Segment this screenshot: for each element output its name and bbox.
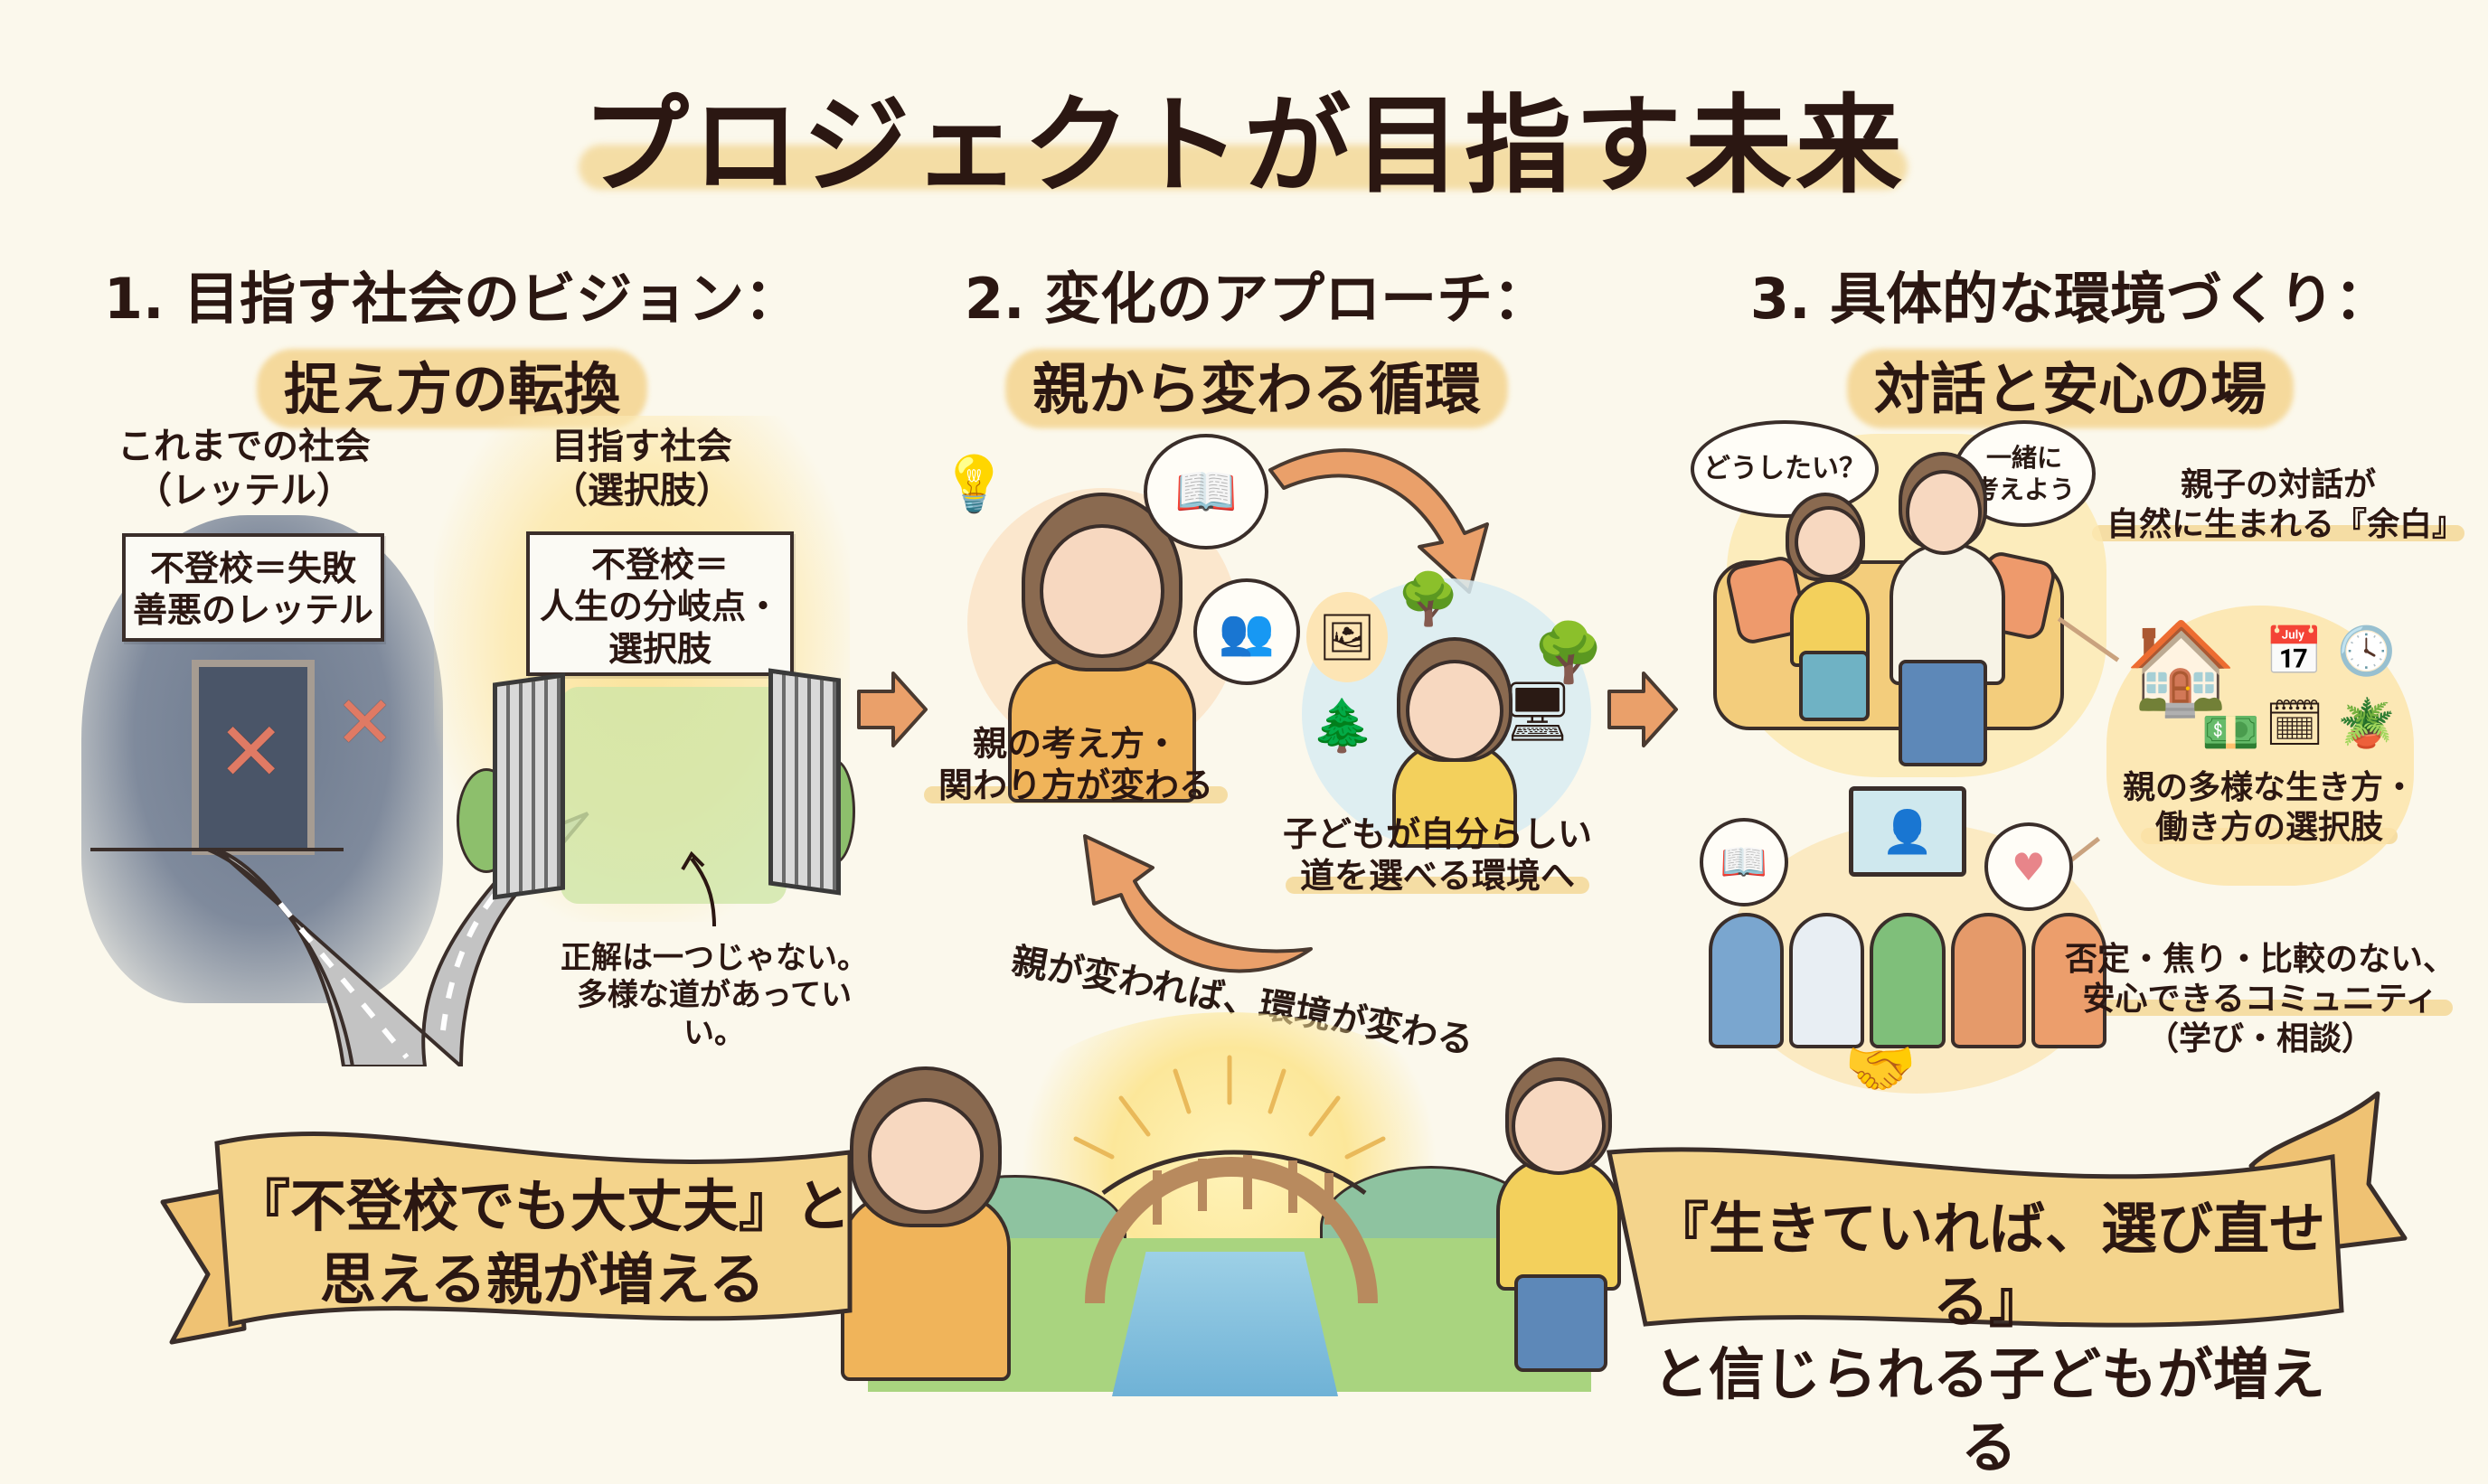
left-banner-ribbon: [160, 1132, 853, 1345]
walking-child-illustration: [1483, 1057, 1645, 1383]
heart-speech-bubble: ♥: [1984, 822, 2073, 911]
book-icon: 📖: [1174, 463, 1238, 521]
calendar-icon: 📅: [2265, 625, 2323, 679]
sun-rays-icon: [1073, 1055, 1386, 1160]
section-2-subheading: 親から変わる循環: [1032, 356, 1481, 422]
section-3-illustration: どうしたい？ 一緒に 考えよう 親子の対話が 自然に生まれる『余白』 🏠 📅 🕓…: [1673, 398, 2468, 1103]
mother-face: [868, 1098, 984, 1214]
failure-label-sign: 不登校＝失敗 善悪のレッテル: [122, 533, 384, 642]
community-person: [1950, 913, 2026, 1048]
diversity-note: 正解は一つじゃない。 多様な道があっていい。: [561, 940, 868, 1051]
community-person: [2031, 913, 2107, 1048]
section-3-subheading-wrap: 対話と安心の場: [1846, 343, 2294, 428]
forest-path-icon: 🌳: [1397, 570, 1460, 629]
x-mark-icon: ✕: [335, 681, 396, 765]
section-3-subheading: 対話と安心の場: [1873, 356, 2267, 422]
money-icon: 💵: [2201, 706, 2260, 760]
tree-icon: 🌳: [1532, 620, 1605, 687]
bridge-railing: [1101, 1150, 1367, 1225]
cycle-arrow-down-icon: [1268, 448, 1489, 594]
monitor-icon: 👤: [1849, 786, 1966, 877]
book-icon: 📖: [1720, 840, 1768, 884]
mother-face: [1040, 524, 1164, 658]
child-face: [1795, 506, 1863, 578]
green-field: [561, 687, 787, 904]
watering-can-icon: 🪴: [2337, 697, 2396, 751]
choice-sign: 不登校＝ 人生の分岐点・ 選択肢: [526, 531, 794, 676]
left-banner-text: 『不登校でも大丈夫』と 思える親が増える: [233, 1173, 851, 1312]
section-1-illustration: これまでの社会 （レッテル） 不登校＝失敗 善悪のレッテル ✕ ✕ 目指す社会 …: [0, 416, 868, 1066]
calendar-icon: 🗓: [2265, 697, 2325, 751]
cycle-arrow-up-icon: [1083, 834, 1313, 973]
before-society-title: これまでの社会 （レッテル）: [118, 426, 371, 512]
community-thought-bubble: 👥: [1193, 578, 1300, 685]
right-banner-ribbon: [1606, 1091, 2408, 1328]
page-title: プロジェクトが目指す未来: [581, 83, 1906, 208]
mother-body: [1008, 660, 1196, 803]
section-2-subheading-wrap: 親から変わる循環: [1004, 343, 1508, 428]
section-1-subheading-highlight: [256, 349, 647, 428]
section-2-illustration: 💡 📖 👥 親の考え方・ 関わり方が変わる 🖼 🌳 🌲 🌳 🖥 子どもが自分らし…: [904, 416, 1627, 1066]
closed-door-icon: ✕: [192, 660, 315, 855]
child-legs: [1799, 651, 1870, 721]
parent-change-label: 親の考え方・ 関わり方が変わる: [923, 724, 1229, 806]
open-gate-right-icon: [768, 668, 841, 896]
safe-community-label: 否定・焦り・比較のない、 安心できるコミュニティ （学び・相談）: [2064, 941, 2455, 1057]
section-1-heading: 1. 目指す社会のビジョン：: [103, 266, 801, 332]
section-2-subheading-highlight: [1004, 349, 1508, 428]
section-3-header: 3. 具体的な環境づくり： 対話と安心の場: [1700, 253, 2441, 428]
clock-icon: 🕓: [2337, 625, 2396, 679]
child-jeans: [1514, 1274, 1607, 1372]
section-3-subheading-highlight: [1846, 349, 2294, 428]
open-gate-left-icon: [493, 672, 565, 900]
child-environment-label: 子どもが自分らしい 道を選べる環境へ: [1282, 814, 1592, 897]
house-icon: 🏠: [2125, 615, 2238, 720]
child-face: [1406, 660, 1503, 762]
community-person: [1870, 913, 1946, 1048]
forest-path-icon: 🌲: [1311, 697, 1374, 756]
child-face: [1512, 1077, 1606, 1175]
handshake-icon: 🤝: [1844, 1036, 1917, 1103]
section-1-subheading: 捉え方の転換: [283, 356, 620, 422]
pointer-arrow-icon: [681, 850, 716, 927]
arrow-right-icon: [1607, 672, 1678, 747]
arrow-right-icon: [857, 672, 928, 747]
book-speech-bubble: 📖: [1700, 818, 1788, 906]
community-people: [1709, 913, 2107, 1048]
section-1-header: 1. 目指す社会のビジョン： 捉え方の転換: [54, 253, 850, 428]
computer-icon: 🖥: [1501, 679, 1575, 746]
book-thought-bubble: 📖: [1144, 434, 1268, 549]
easel-icon: 🖼: [1306, 592, 1388, 682]
section-3-heading: 3. 具体的な環境づくり：: [1749, 266, 2391, 332]
section-2-header: 2. 変化のアプローチ： 親から変わる循環: [895, 253, 1618, 428]
heart-icon: ♥: [2012, 844, 2046, 889]
community-icon: 👥: [1218, 605, 1276, 658]
community-person: [1789, 913, 1865, 1048]
father-legs: [1899, 660, 1987, 766]
smiling-mother-illustration: [832, 1066, 1013, 1381]
lifestyle-choice-label: 親の多様な生き方・ 働き方の選択肢: [2122, 769, 2416, 846]
section-1-subheading-wrap: 捉え方の転換: [256, 343, 647, 428]
x-mark-icon: ✕: [217, 705, 286, 800]
dialog-space-label: 親子の対話が 自然に生まれる『余白』: [2092, 466, 2465, 543]
father-face: [1906, 470, 1982, 555]
community-person: [1709, 913, 1785, 1048]
right-banner-text: 『生きていれば、選び直せる』 と信じられる子どもが増える: [1652, 1196, 2325, 1480]
target-society-title: 目指す社会 （選択肢）: [551, 426, 732, 512]
section-2-heading: 2. 変化のアプローチ：: [964, 266, 1550, 332]
title-underline-highlight: [579, 145, 1908, 190]
lightbulb-icon: 💡: [940, 453, 1008, 516]
